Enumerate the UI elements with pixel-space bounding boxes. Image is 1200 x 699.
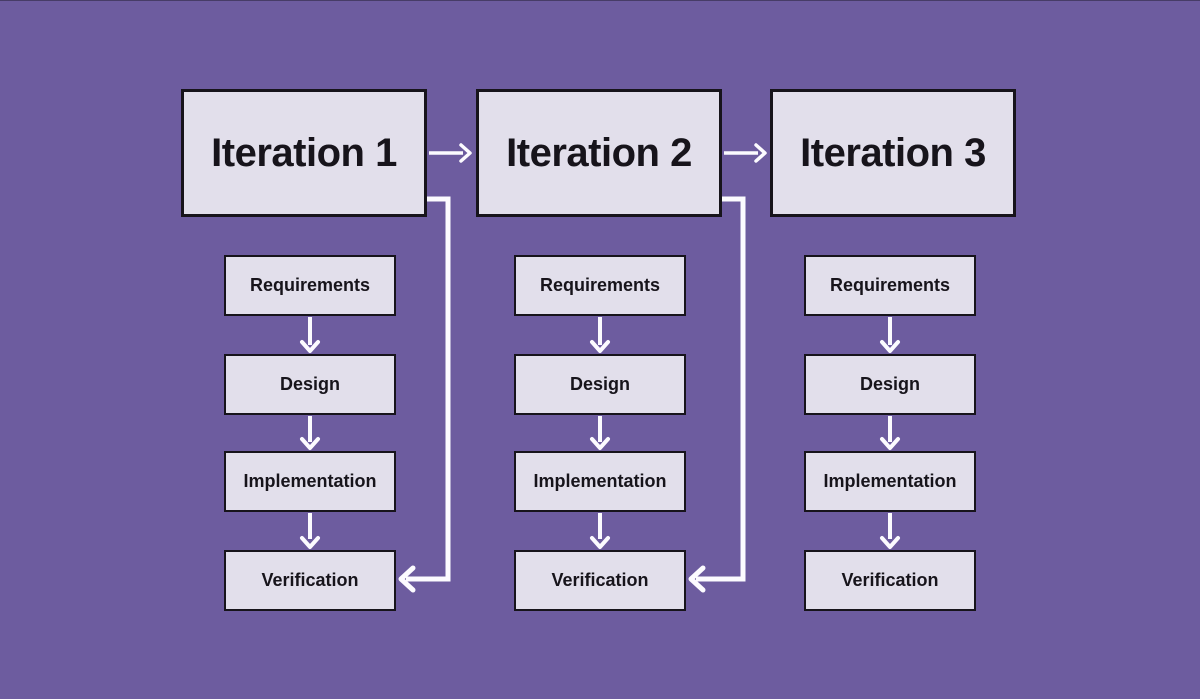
iteration-2-box: Iteration 2	[476, 89, 722, 217]
stage-box-implementation-2: Implementation	[514, 451, 686, 512]
stage-label-requirements: Requirements	[829, 275, 951, 295]
arrow-down-icon	[590, 317, 610, 353]
stage-box-design-1: Design	[224, 354, 396, 415]
stage-label-implementation: Implementation	[243, 471, 377, 491]
stage-box-verification-1: Verification	[224, 550, 396, 611]
arrow-down-icon	[880, 416, 900, 450]
arrow-right-icon	[724, 143, 767, 163]
stage-box-requirements-2: Requirements	[514, 255, 686, 316]
stage-label-requirements: Requirements	[249, 275, 371, 295]
arrow-down-icon	[300, 513, 320, 549]
stage-label-implementation: Implementation	[823, 471, 957, 491]
stage-box-verification-3: Verification	[804, 550, 976, 611]
arrow-down-icon	[880, 317, 900, 353]
iteration-3-title: Iteration 3	[800, 130, 986, 175]
iteration-3-box: Iteration 3	[770, 89, 1016, 217]
iteration-1-box: Iteration 1	[181, 89, 427, 217]
arrow-down-icon	[590, 513, 610, 549]
stage-label-design: Design	[279, 374, 340, 394]
iteration-1-title: Iteration 1	[211, 130, 397, 175]
stage-label-verification: Verification	[551, 570, 649, 590]
stage-box-requirements-3: Requirements	[804, 255, 976, 316]
stage-box-requirements-1: Requirements	[224, 255, 396, 316]
arrow-down-icon	[300, 317, 320, 353]
stage-label-verification: Verification	[261, 570, 359, 590]
stage-label-verification: Verification	[841, 570, 939, 590]
feedback-return-arrow-icon	[398, 196, 451, 593]
stage-label-design: Design	[859, 374, 920, 394]
feedback-return-arrow-icon	[688, 196, 746, 593]
arrow-down-icon	[300, 416, 320, 450]
stage-box-verification-2: Verification	[514, 550, 686, 611]
stage-box-design-2: Design	[514, 354, 686, 415]
iteration-2-title: Iteration 2	[506, 130, 692, 175]
stage-label-requirements: Requirements	[539, 275, 661, 295]
arrow-down-icon	[880, 513, 900, 549]
stage-box-implementation-1: Implementation	[224, 451, 396, 512]
stage-label-implementation: Implementation	[533, 471, 667, 491]
stage-box-implementation-3: Implementation	[804, 451, 976, 512]
arrow-right-icon	[429, 143, 472, 163]
stage-label-design: Design	[569, 374, 630, 394]
arrow-down-icon	[590, 416, 610, 450]
stage-box-design-3: Design	[804, 354, 976, 415]
